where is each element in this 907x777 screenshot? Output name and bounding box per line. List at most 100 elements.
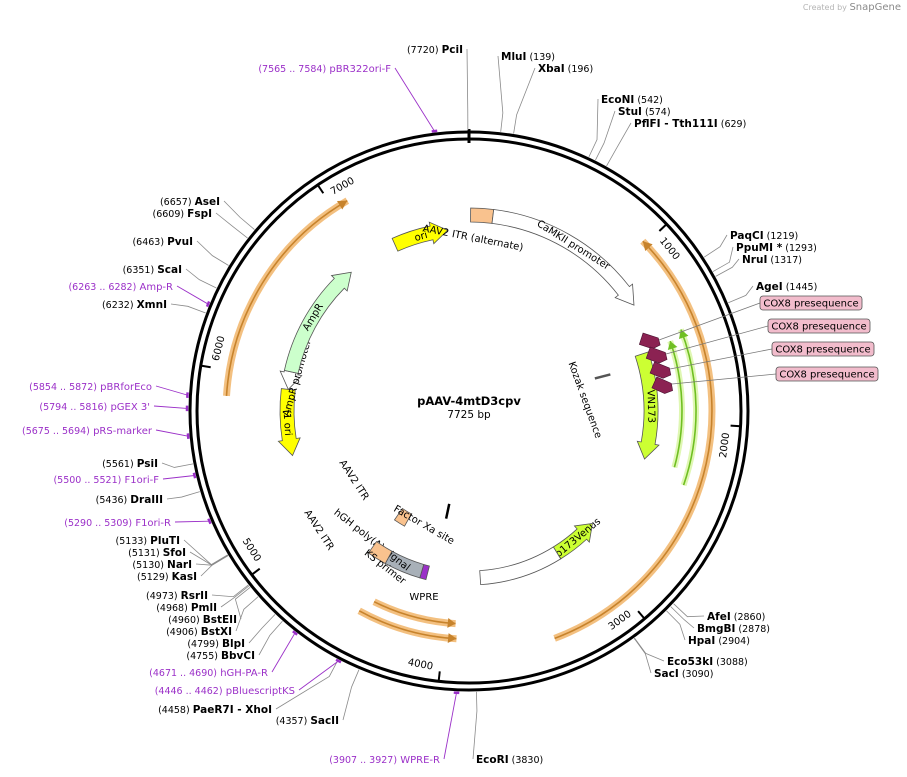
- green-arc-inner: [669, 340, 683, 468]
- site-afei[interactable]: AfeI (2860): [673, 603, 766, 623]
- site-nrui[interactable]: NruI (1317): [715, 254, 802, 277]
- feature-camkii-promoter-label: CaMKII promoter: [535, 219, 613, 273]
- feature-kozak-sequence-label: Kozak sequence: [566, 360, 604, 440]
- site-name: ScaI: [157, 264, 182, 276]
- cox8-label-box: [771, 341, 875, 357]
- primer-range: (7565 .. 7584): [258, 64, 326, 75]
- orf-arc-bottom-outer: [358, 610, 457, 640]
- site-hpai[interactable]: HpaI (2904): [666, 610, 750, 647]
- site-name: HpaI: [688, 635, 715, 647]
- site-bbvci[interactable]: (4755) BbvCI: [186, 620, 283, 662]
- primer-range: (4671 .. 4690): [149, 668, 217, 679]
- site-pflfi[interactable]: PflFI - Tth111I (629): [606, 118, 747, 167]
- cox8-presequence-arrow: [651, 376, 673, 394]
- site-leader-line: [161, 462, 194, 468]
- site-pcii[interactable]: (7720) PciI: [407, 44, 469, 131]
- site-ecori[interactable]: EcoRI (3830): [472, 691, 543, 766]
- site-name: BbvCI: [221, 650, 255, 662]
- svg-text:(6232) XmnI: (6232) XmnI: [102, 299, 167, 311]
- svg-text:(5436) DraIII: (5436) DraIII: [96, 494, 163, 506]
- primer-mark: [292, 630, 298, 636]
- primer-wpre-r[interactable]: (3907 .. 3927) WPRE-R: [329, 691, 460, 766]
- site-leader-line: [595, 110, 616, 161]
- site-econi[interactable]: EcoNI (542): [588, 94, 663, 158]
- primer-f1ori-r[interactable]: (5290 .. 5309) F1ori-R: [64, 518, 212, 529]
- site-pluti[interactable]: (5133) PluTI: [116, 535, 228, 566]
- site-leader-line: [183, 539, 228, 566]
- primer-pgex-3[interactable]: (5794 .. 5816) pGEX 3': [39, 402, 189, 413]
- site-xmni[interactable]: (6232) XmnI: [102, 299, 206, 314]
- tick-label: 6000: [211, 335, 228, 362]
- site-pvui[interactable]: (6463) PvuI: [132, 236, 229, 266]
- site-mlui[interactable]: MluI (139): [497, 51, 555, 132]
- svg-text:(6263 .. 6282) Amp-R: (6263 .. 6282) Amp-R: [68, 282, 173, 293]
- svg-text:Eco53kI (3088): Eco53kI (3088): [667, 656, 748, 668]
- site-eco53ki[interactable]: Eco53kI (3088): [634, 637, 748, 668]
- site-xbai[interactable]: XbaI (196): [513, 63, 594, 134]
- site-draiii[interactable]: (5436) DraIII: [96, 491, 200, 506]
- site-asei[interactable]: (6657) AseI: [160, 196, 255, 230]
- cox8-label: COX8 presequence: [763, 299, 858, 310]
- site-rsrii[interactable]: (4973) RsrII: [146, 584, 249, 602]
- cox8-leader-line: [671, 373, 777, 385]
- primer-leader-line: [443, 692, 457, 760]
- site-ppumi[interactable]: PpuMI * (1293): [712, 242, 817, 272]
- primer-pbluescriptks[interactable]: (4446 .. 4462) pBluescriptKS: [155, 658, 342, 697]
- site-stui[interactable]: StuI (574): [595, 106, 671, 161]
- site-scai[interactable]: (6351) ScaI: [123, 264, 217, 289]
- site-name: NruI: [742, 254, 767, 266]
- site-bstxi[interactable]: (4906) BstXI: [166, 596, 259, 638]
- site-position: (6657): [160, 197, 192, 208]
- site-psii[interactable]: (5561) PsiI: [102, 458, 194, 470]
- site-name: AfeI: [707, 611, 731, 623]
- primer-hgh-pa-r[interactable]: (4671 .. 4690) hGH-PA-R: [149, 630, 298, 679]
- site-leader-line: [342, 669, 360, 721]
- primer-pbrforeco[interactable]: (5854 .. 5872) pBRforEco: [29, 382, 189, 398]
- feature-aav2-itr-label: AAV2 ITR: [337, 458, 371, 502]
- feature-aav2-itr-alternate-shape: [470, 207, 495, 224]
- site-blpi[interactable]: (4799) BlpI: [187, 614, 276, 650]
- site-leader-line: [258, 620, 283, 656]
- site-name: PaeR7I: [193, 704, 234, 716]
- site-sacii[interactable]: (4357) SacII: [276, 669, 360, 727]
- cox8-presequence-arrow: [645, 346, 668, 364]
- tick-mark: [251, 567, 261, 576]
- primer-range: (6263 .. 6282): [68, 282, 136, 293]
- site-paqci[interactable]: PaqCI (1219): [703, 230, 799, 258]
- tick-mark: [658, 223, 668, 232]
- tick-label: 7000: [329, 176, 357, 198]
- site-bsteii[interactable]: (4960) BstEII: [168, 586, 251, 626]
- site-position: (4968): [156, 603, 188, 614]
- site-position: (1293): [785, 243, 817, 254]
- site-paer7i[interactable]: (4458) PaeR7I - XhoI: [158, 659, 339, 716]
- orf-arc-bottom-inner-head: [447, 617, 456, 628]
- primer-f1ori-f[interactable]: (5500 .. 5521) F1ori-F: [53, 472, 197, 486]
- primer-amp-r[interactable]: (6263 .. 6282) Amp-R: [68, 282, 211, 308]
- site-position: (5131): [128, 548, 160, 559]
- primer-prs-marker[interactable]: (5675 .. 5694) pRS-marker: [22, 426, 190, 439]
- site-leader-line: [220, 585, 250, 608]
- site-saci[interactable]: SacI (3090): [633, 638, 713, 680]
- site-fspi[interactable]: (6609) FspI: [153, 208, 248, 239]
- site-sfoi[interactable]: (5131) SfoI: [128, 547, 229, 566]
- site-bmgbi[interactable]: BmgBI (2878): [670, 606, 770, 635]
- primer-name: pBRforEco: [100, 382, 152, 393]
- primer-pbr322ori-f[interactable]: (7565 .. 7584) pBR322ori-F: [258, 64, 438, 133]
- site-position: (1219): [767, 231, 799, 242]
- site-leader-line: [234, 586, 251, 620]
- svg-text:(5561) PsiI: (5561) PsiI: [102, 458, 158, 470]
- primer-range: (5500 .. 5521): [53, 475, 121, 486]
- svg-text:(4968) PmlI: (4968) PmlI: [156, 602, 217, 614]
- svg-text:(7720) PciI: (7720) PciI: [407, 44, 463, 56]
- svg-text:(4755) BbvCI: (4755) BbvCI: [186, 650, 255, 662]
- feature-ori-label: ori: [413, 230, 428, 244]
- site-agei[interactable]: AgeI (1445): [728, 281, 817, 304]
- tick-mark: [437, 671, 441, 682]
- site-pmli[interactable]: (4968) PmlI: [156, 585, 250, 614]
- orf-arc-right: [554, 240, 713, 640]
- site-name: BstEII: [203, 614, 237, 626]
- site-leader-line: [223, 200, 255, 230]
- site-position: (4960): [168, 615, 200, 626]
- site-leader-line: [170, 303, 206, 314]
